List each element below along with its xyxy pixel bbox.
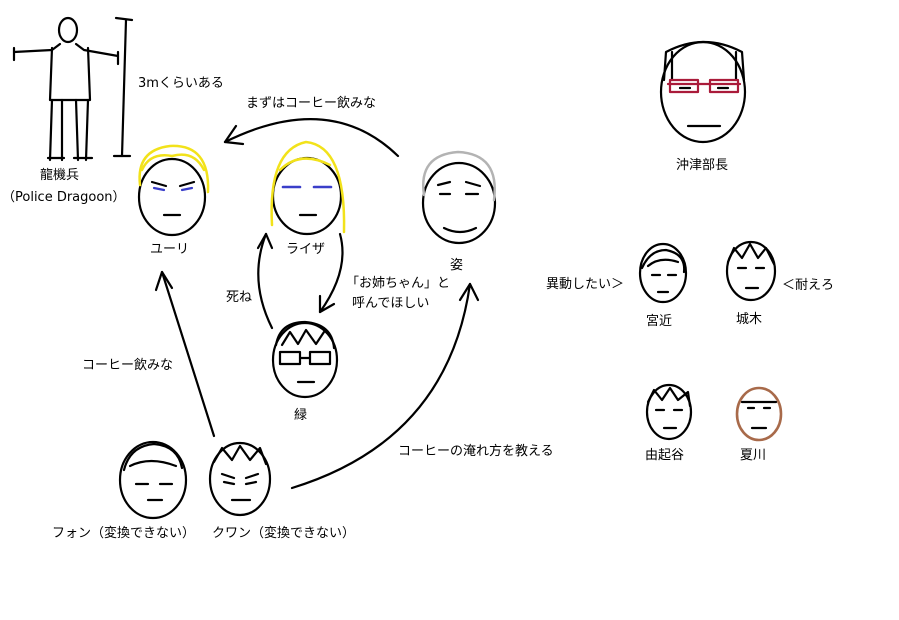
natsukawa-label: 夏川 — [740, 448, 767, 463]
height-note: 3mくらいある — [138, 76, 224, 91]
fon-label: フォン（変換できない） — [52, 526, 196, 541]
midori-label: 緑 — [294, 408, 308, 423]
miyachika-label: 宮近 — [646, 314, 673, 329]
relation-liza-midori: 死ね — [226, 290, 253, 305]
miyachika-face — [638, 242, 688, 304]
relation-sugata-to-yuri: まずはコーヒー飲みな — [246, 96, 377, 111]
kuwan-face — [208, 441, 272, 517]
relation-kuwan-to-yuri: コーヒー飲みな — [82, 358, 174, 373]
fon-face — [118, 440, 188, 520]
sugata-label: 姿 — [450, 258, 464, 273]
arrow-liza-to-midori — [318, 232, 344, 314]
liza-face — [270, 140, 346, 236]
kuwan-label: クワン（変換できない） — [212, 526, 356, 541]
shiroki-face — [725, 240, 777, 302]
arrow-kuwan-to-sugata — [290, 282, 480, 490]
shiroki-note: ＜耐えろ — [782, 278, 835, 293]
height-arrow — [112, 16, 134, 158]
arrow-kuwan-to-yuri — [154, 270, 216, 438]
relation-kuwan-to-sugata: コーヒーの淹れ方を教える — [398, 444, 554, 459]
arrow-midori-to-liza — [256, 232, 274, 330]
okitsu-label: 沖津部長 — [676, 158, 729, 173]
miyachika-note: 異動したい＞ — [546, 277, 625, 292]
okitsu-face — [659, 40, 747, 144]
yukitani-label: 由起谷 — [645, 448, 685, 463]
yuri-face — [137, 144, 210, 237]
dragoon-label: 龍機兵 — [40, 168, 80, 183]
midori-face — [271, 320, 339, 399]
arrow-sugata-to-yuri — [223, 118, 400, 158]
dragoon-en-label: （Police Dragoon） — [2, 190, 126, 205]
natsukawa-face — [735, 386, 783, 442]
dragoon-figure — [12, 16, 120, 162]
liza-label: ライザ — [286, 242, 326, 257]
relation-midori-to-liza-1: 「お姉ちゃん」と — [346, 276, 451, 291]
sugata-face — [421, 150, 497, 245]
yuri-label: ユーリ — [150, 242, 190, 257]
shiroki-label: 城木 — [736, 312, 763, 327]
yukitani-face — [645, 383, 693, 441]
relation-midori-to-liza-2: 呼んでほしい — [352, 296, 430, 311]
